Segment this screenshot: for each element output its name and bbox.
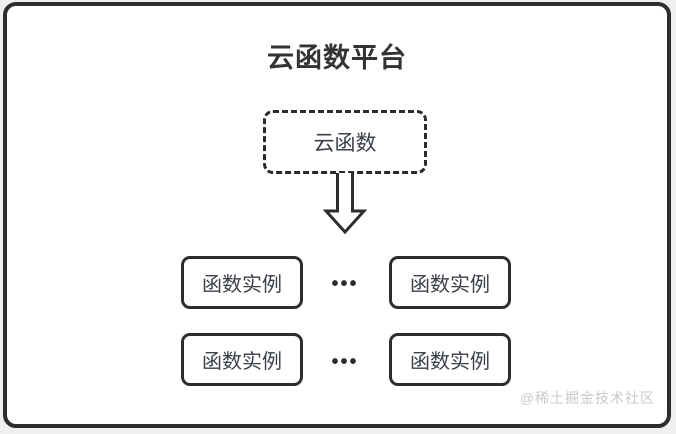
cloud-function-box: 云函数 (263, 110, 427, 174)
down-arrow-icon (323, 173, 367, 235)
ellipsis-dots: ••• (331, 273, 359, 295)
function-instance-label: 函数实例 (202, 274, 282, 296)
function-instance-box: 函数实例 (181, 256, 303, 309)
function-instance-label: 函数实例 (202, 351, 282, 373)
watermark: @稀土掘金技术社区 (519, 390, 655, 406)
function-instance-label: 函数实例 (410, 274, 490, 296)
ellipsis-dots: ••• (331, 351, 359, 373)
page-title: 云函数平台 (267, 43, 407, 73)
function-instance-box: 函数实例 (181, 333, 303, 386)
function-instance-label: 函数实例 (410, 351, 490, 373)
function-instance-box: 函数实例 (389, 333, 511, 386)
cloud-function-label: 云函数 (313, 132, 377, 155)
function-instance-box: 函数实例 (389, 256, 511, 309)
diagram-frame: 云函数平台 云函数 函数实例 ••• 函数实例 函数实例 ••• 函数实例 @稀… (3, 2, 671, 428)
